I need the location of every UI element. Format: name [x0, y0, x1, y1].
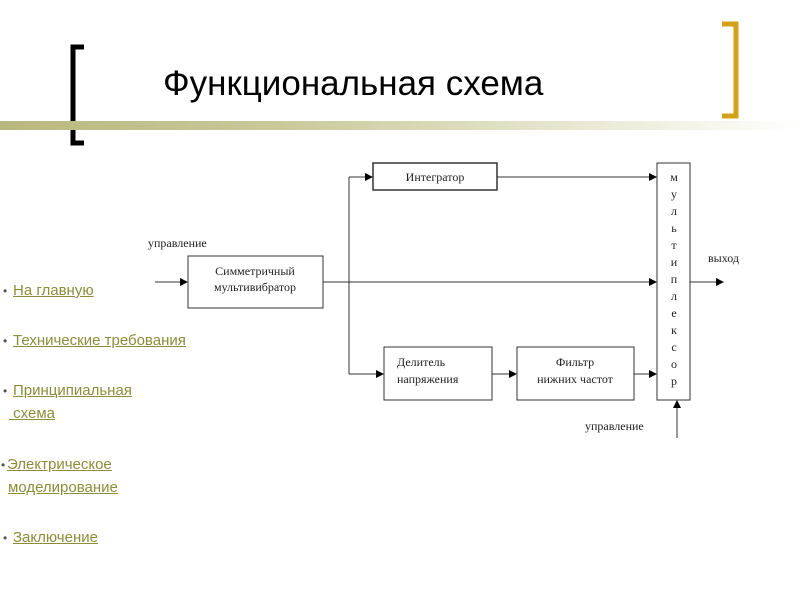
- multivibrator-box: [187, 255, 324, 309]
- bullet: •: [3, 384, 8, 398]
- multiplexer-letter: к: [671, 323, 677, 337]
- page-title: Функциональная схема: [163, 64, 544, 103]
- divider-label-1: Делитель: [397, 355, 446, 369]
- multiplexer-letter: л: [671, 204, 677, 218]
- left-bracket: [70, 44, 84, 146]
- multiplexer-letter: т: [671, 238, 677, 252]
- multiplexer-letter: л: [671, 289, 677, 303]
- link-electrical-modeling-line2[interactable]: моделирование: [8, 479, 118, 496]
- multiplexer-letter: о: [671, 357, 677, 371]
- link-technical-requirements[interactable]: Технические требования: [13, 332, 186, 349]
- input-label: управление: [148, 236, 207, 250]
- multivibrator-label-1: Симметричный: [215, 264, 295, 278]
- link-electrical-modeling-line1[interactable]: Электрическое: [7, 456, 112, 473]
- bullet: •: [3, 284, 8, 298]
- multiplexer-letter: с: [671, 340, 676, 354]
- multiplexer-letter: п: [671, 272, 678, 286]
- bullet: •: [1, 458, 6, 472]
- link-home[interactable]: На главную: [13, 282, 94, 299]
- filter-label-2: нижних частот: [537, 372, 614, 386]
- divider-label-2: напряжения: [397, 372, 459, 386]
- bullet: •: [3, 334, 8, 348]
- link-conclusion[interactable]: Заключение: [13, 529, 98, 546]
- multiplexer-letter: м: [670, 170, 678, 184]
- filter-label-1: Фильтр: [556, 355, 594, 369]
- output-label: выход: [708, 251, 739, 265]
- bullet: •: [3, 531, 8, 545]
- multiplexer-letter: у: [671, 187, 677, 201]
- divider-box: [383, 346, 493, 401]
- multiplexer-letter: ь: [671, 221, 677, 235]
- integrator-label: Интегратор: [406, 170, 465, 184]
- link-schematic-line2[interactable]: схема: [9, 405, 55, 422]
- right-bracket: [722, 21, 739, 119]
- multiplexer-letter: и: [671, 255, 678, 269]
- link-schematic-line1[interactable]: Принципиальная: [13, 382, 132, 399]
- control-label: управление: [585, 419, 644, 433]
- multiplexer-letter: е: [671, 306, 676, 320]
- multiplexer-letter: р: [671, 374, 677, 388]
- multivibrator-label-2: мультивибратор: [214, 280, 296, 294]
- title-underline-bar: [0, 121, 800, 130]
- filter-box: [516, 346, 635, 401]
